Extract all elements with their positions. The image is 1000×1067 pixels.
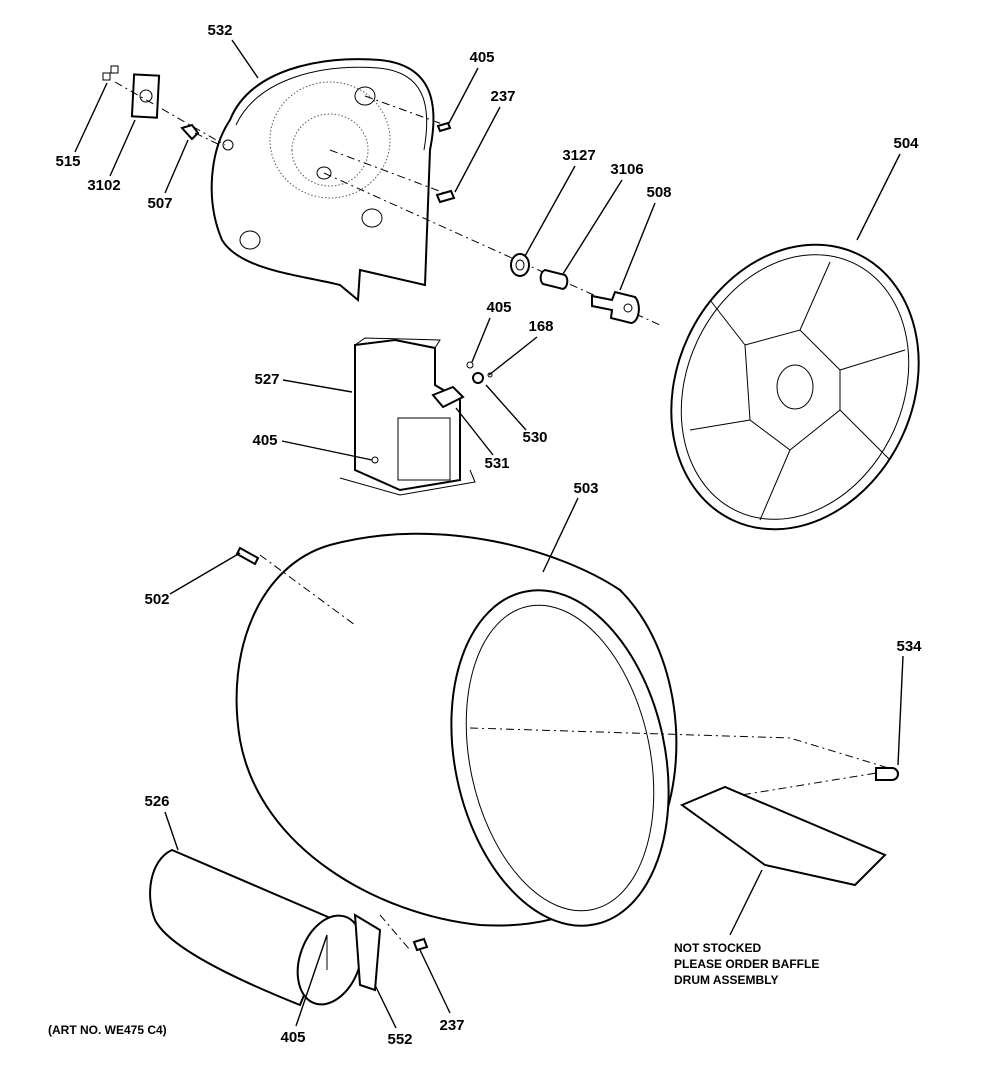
bracket-507-part [180,123,200,141]
drum-part [235,532,896,927]
callout-530: 530 [522,429,547,446]
screw-502-part [235,546,260,566]
callout-507: 507 [147,195,172,212]
callout-502: 502 [144,591,169,608]
screw-237-top-part [435,189,456,204]
bracket-531-part [431,385,465,409]
screw-534-part [875,767,899,781]
blower-housing-part [210,58,435,303]
screw-237-heater-part [412,937,429,952]
bearing-3106-part [539,268,569,291]
callout-532: 532 [207,22,232,39]
callout-527: 527 [254,371,279,388]
callout-503: 503 [573,480,598,497]
callout-504: 504 [893,135,919,152]
callout-405: 405 [280,1029,305,1046]
note-line-1: NOT STOCKED [674,941,761,955]
callout-3127: 3127 [562,147,595,164]
callout-168: 168 [528,318,553,335]
heater-part [149,848,411,1007]
screw-405-top-part [436,121,452,133]
callout-237: 237 [490,88,515,105]
callout-3106: 3106 [610,161,643,178]
shaft-508-part [591,290,640,325]
callout-526: 526 [144,793,169,810]
rear-drum-head-part [670,243,920,531]
duct-527-part [339,337,476,496]
callout-508: 508 [646,184,671,201]
note-line-2: PLEASE ORDER BAFFLE [674,957,819,971]
callout-405: 405 [469,49,494,66]
leader-lines [74,39,904,1029]
callout-237: 237 [439,1017,464,1034]
clip-515-part [102,65,119,81]
callout-3102: 3102 [87,177,120,194]
baffle-part [679,785,887,887]
bearing-seal-3127-part [510,253,530,277]
sensor-530-part [472,372,484,384]
callout-534: 534 [896,638,922,655]
art-number: (ART NO. WE475 C4) [48,1023,167,1037]
plate-3102-part [130,73,161,119]
callout-531: 531 [484,455,509,472]
callout-405: 405 [486,299,511,316]
note-line-3: DRUM ASSEMBLY [674,973,778,987]
callout-515: 515 [55,153,80,170]
callout-405: 405 [252,432,277,449]
callout-552: 552 [387,1031,412,1048]
